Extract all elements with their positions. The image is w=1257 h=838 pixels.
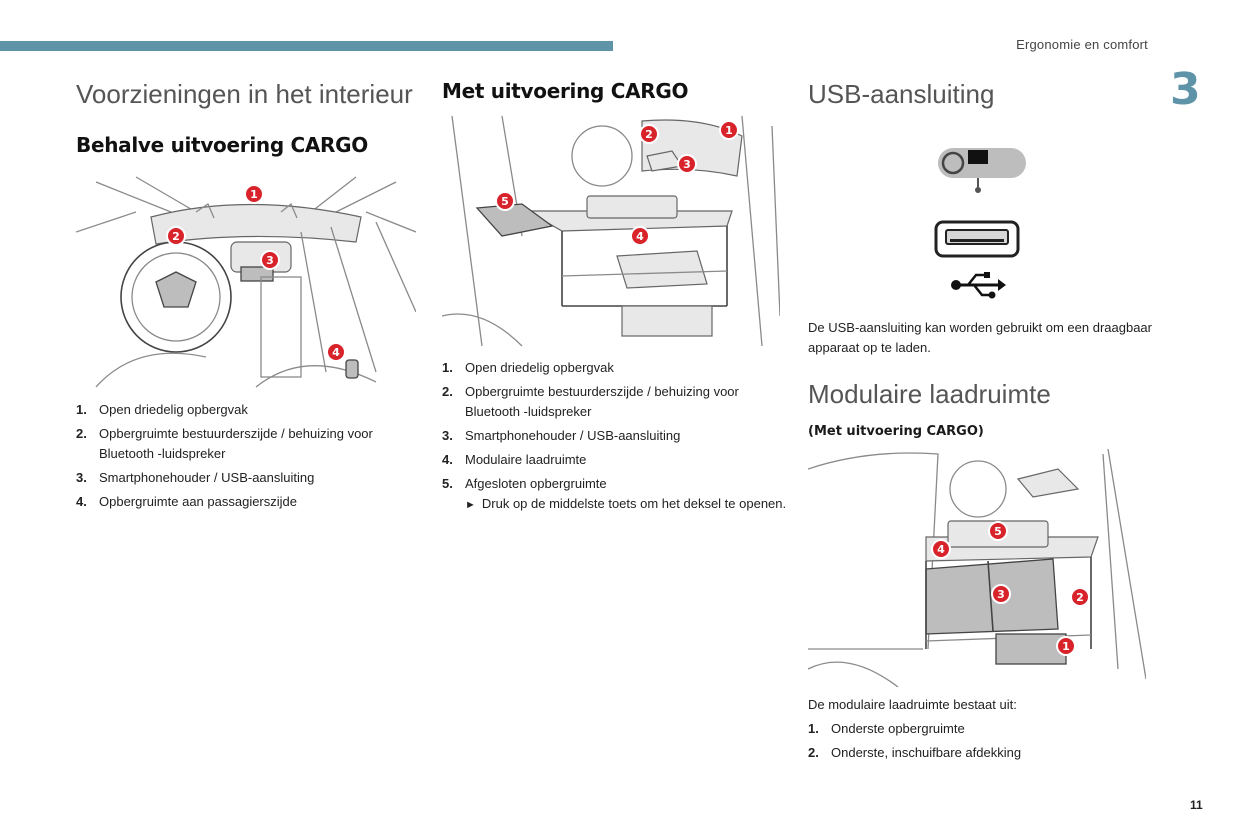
usb-cargo-column: USB-aansluiting De USB-aansluiting kan w… xyxy=(808,78,1153,767)
badge-1: 1 xyxy=(244,184,264,204)
cargo-note: (Met uitvoering CARGO) xyxy=(808,424,984,439)
usb-location-illustration xyxy=(934,148,1026,258)
svg-text:2: 2 xyxy=(645,128,653,141)
list-item: 2.Opbergruimte bestuurderszijde / behuiz… xyxy=(76,426,373,461)
svg-text:5: 5 xyxy=(501,195,509,208)
badge-2: 2 xyxy=(166,226,186,246)
cargo-features-column: Met uitvoering CARGO 1 2 3 4 5 1.Open dr… xyxy=(442,78,787,519)
svg-text:4: 4 xyxy=(636,230,644,243)
list-item: 2.Opbergruimte bestuurderszijde / behuiz… xyxy=(442,384,739,419)
steering-wheel-icon xyxy=(941,151,965,175)
svg-text:4: 4 xyxy=(332,346,340,359)
svg-text:5: 5 xyxy=(994,525,1002,538)
list-item: 3.Smartphonehouder / USB-aansluiting xyxy=(442,428,681,443)
usb-title: USB-aansluiting xyxy=(808,79,995,109)
list-item: 4.Opbergruimte aan passagierszijde xyxy=(76,494,297,509)
badge-4: 4 xyxy=(630,226,650,246)
header-accent-bar xyxy=(0,41,613,51)
page-number: 11 xyxy=(1190,798,1203,812)
interior-features-column: Voorzieningen in het interieur Behalve u… xyxy=(76,78,421,516)
svg-text:3: 3 xyxy=(997,588,1005,601)
svg-text:1: 1 xyxy=(1062,640,1070,653)
badge-2: 2 xyxy=(639,124,659,144)
usb-symbol-icon xyxy=(951,272,1006,299)
list-item: 3.Smartphonehouder / USB-aansluiting xyxy=(76,470,315,485)
non-cargo-subtitle: Behalve uitvoering CARGO xyxy=(76,133,368,157)
list-item: 1.Open driedelig opbergvak xyxy=(442,360,614,375)
svg-text:3: 3 xyxy=(683,158,691,171)
list-item: 5.Afgesloten opbergruimte ►Druk op de mi… xyxy=(442,474,787,515)
svg-text:1: 1 xyxy=(725,124,733,137)
badge-1: 1 xyxy=(719,120,739,140)
svg-text:2: 2 xyxy=(1076,591,1084,604)
usb-description: De USB-aansluiting kan worden gebruikt o… xyxy=(808,320,1152,355)
badge-3: 3 xyxy=(260,250,280,270)
badge-4: 4 xyxy=(931,539,951,559)
arrow-right-icon: ► xyxy=(465,499,476,511)
cargo-interior-illustration: 1 2 3 4 5 xyxy=(442,116,780,347)
chapter-number: 3 xyxy=(1170,64,1201,115)
instruction-note: ►Druk op de middelste toets om het dekse… xyxy=(465,494,787,515)
list-item: 2.Onderste, inschuifbare afdekking xyxy=(808,745,1022,760)
non-cargo-legend: 1.Open driedelig opbergvak 2.Opbergruimt… xyxy=(76,400,421,512)
badge-4: 4 xyxy=(326,342,346,362)
dashboard-illustration: 1 2 3 4 xyxy=(76,176,416,388)
cargo-title: Met uitvoering CARGO xyxy=(442,79,689,103)
svg-text:2: 2 xyxy=(172,230,180,243)
badge-3: 3 xyxy=(991,584,1011,604)
badge-2: 2 xyxy=(1070,587,1090,607)
badge-5: 5 xyxy=(988,521,1008,541)
badge-1: 1 xyxy=(1056,636,1076,656)
cargo-space-legend: 1.Onderste opbergruimte 2.Onderste, insc… xyxy=(808,719,1153,763)
cargo-space-title: Modulaire laadruimte xyxy=(808,379,1051,409)
cargo-legend: 1.Open driedelig opbergvak 2.Opbergruimt… xyxy=(442,358,787,515)
svg-text:1: 1 xyxy=(250,188,258,201)
badge-5: 5 xyxy=(495,191,515,211)
list-item: 1.Onderste opbergruimte xyxy=(808,721,965,736)
list-item: 1.Open driedelig opbergvak xyxy=(76,402,248,417)
interior-title: Voorzieningen in het interieur xyxy=(76,79,413,109)
section-title: Ergonomie en comfort xyxy=(1016,37,1148,52)
list-item: 4.Modulaire laadruimte xyxy=(442,452,587,467)
badge-3: 3 xyxy=(677,154,697,174)
usb-position-marker xyxy=(968,150,988,164)
cargo-intro: De modulaire laadruimte bestaat uit: xyxy=(808,697,1017,712)
svg-text:4: 4 xyxy=(937,543,945,556)
svg-text:3: 3 xyxy=(266,254,274,267)
cargo-space-illustration: 1 2 3 4 5 xyxy=(808,449,1146,687)
